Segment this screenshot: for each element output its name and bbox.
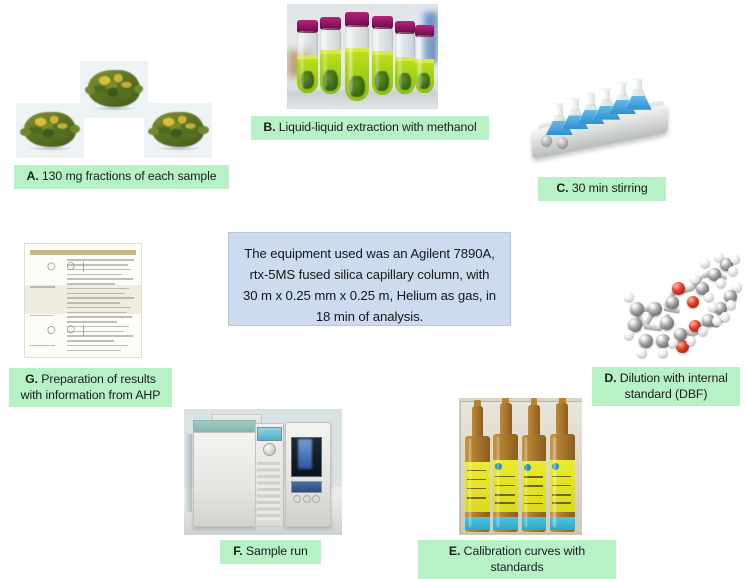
step-a-image-right <box>144 103 212 158</box>
hydrogen-atom <box>658 348 668 358</box>
hydrogen-atom <box>712 316 722 326</box>
ampoule-brand-dot <box>551 463 559 471</box>
plant-bud-photo-right <box>144 103 212 158</box>
step-b-image <box>287 4 438 109</box>
oxygen-atom <box>672 282 685 295</box>
carbon-atom <box>660 316 674 330</box>
ampoule-label <box>493 460 519 512</box>
hydrogen-atom <box>732 282 742 292</box>
hydrogen-atom <box>700 258 710 268</box>
ampoule-label <box>550 460 575 512</box>
carbon-atom <box>708 268 721 281</box>
hydrogen-atom <box>714 252 724 262</box>
plant-bud-photo-left <box>16 103 84 158</box>
step-f-letter: F. <box>233 544 243 558</box>
plant-bud-photo-top <box>80 61 148 118</box>
hydrogen-atom <box>668 338 678 348</box>
hydrogen-atom <box>624 292 634 302</box>
step-b-caption-text: Liquid-liquid extraction with methanol <box>278 120 477 134</box>
step-e-caption-text: Calibration curves with standards <box>463 544 586 574</box>
step-a-letter: A. <box>26 169 39 183</box>
hydrogen-atom <box>708 302 718 312</box>
ampoule-brand-dot <box>495 463 503 471</box>
step-f-caption: F. Sample run <box>220 540 321 564</box>
hydrogen-atom <box>624 330 634 340</box>
step-f-image <box>184 409 342 535</box>
hydrogen-atom <box>716 278 726 288</box>
carbon-atom <box>666 296 679 309</box>
step-g-caption-text: Preparation of results with information … <box>20 372 161 402</box>
step-f-caption-text: Sample run <box>245 544 308 558</box>
document-text-column <box>66 258 137 353</box>
step-e-image <box>459 398 582 535</box>
step-d-letter: D. <box>604 371 617 385</box>
hydrogen-atom <box>730 254 740 264</box>
carbon-atom <box>639 334 653 348</box>
ampoule-label <box>521 460 547 512</box>
ampoule-label <box>465 461 490 513</box>
step-e-caption: E. Calibration curves with standards <box>418 540 616 579</box>
carbon-atom <box>630 302 644 316</box>
step-a-image <box>16 103 84 158</box>
step-c-caption-text: 30 min stirring <box>571 181 648 195</box>
oxygen-atom <box>687 296 699 308</box>
step-a-caption: A. 130 mg fractions of each sample <box>14 165 229 189</box>
step-a-image-top <box>80 61 148 118</box>
ampoule-brand-dot <box>523 463 531 471</box>
equipment-note-line-2: rtx-5MS fused silica capillary column, w… <box>249 267 490 282</box>
step-b-letter: B. <box>263 120 276 134</box>
ms-display <box>291 480 322 493</box>
equipment-note-line-1: The equipment used was an Agilent 7890A, <box>244 246 495 261</box>
hydrogen-atom <box>720 312 730 322</box>
step-a-caption-text: 130 mg fractions of each sample <box>41 169 217 183</box>
step-g-caption: G. Preparation of results with informati… <box>9 368 172 407</box>
carbon-atom <box>656 334 670 348</box>
gc-keypad <box>256 461 281 520</box>
carbon-atom <box>724 290 737 303</box>
hydrogen-atom <box>704 292 714 302</box>
oxygen-atom <box>676 340 689 353</box>
gc-control-display <box>257 426 282 442</box>
hydrogen-atom <box>728 266 738 276</box>
carbon-atom <box>696 282 709 295</box>
equipment-note-line-3: 30 m x 0.25 mm x 0.25 m, Helium as gas, … <box>242 288 497 303</box>
step-g-letter: G. <box>25 372 38 386</box>
hydrogen-atom <box>690 274 700 284</box>
step-d-image <box>624 252 742 362</box>
carbon-atom <box>702 314 715 327</box>
step-e-letter: E. <box>448 544 461 558</box>
step-b-caption: B. Liquid-liquid extraction with methano… <box>251 116 489 140</box>
document-header-row <box>29 249 137 256</box>
step-g-image <box>24 243 142 358</box>
hydrogen-atom <box>686 336 696 346</box>
carbon-atom <box>648 302 662 316</box>
carbon-atom <box>628 318 642 332</box>
equipment-note-line-4: 18 min of analysis. <box>315 309 424 324</box>
equipment-note-box: The equipment used was an Agilent 7890A,… <box>228 232 511 326</box>
step-c-image <box>519 58 677 168</box>
step-c-letter: C. <box>556 181 569 195</box>
hydrogen-atom <box>637 348 647 358</box>
document-structure-column <box>29 258 65 353</box>
carbon-atom <box>674 328 687 341</box>
hydrogen-atom <box>698 326 708 336</box>
hydrogen-atom <box>726 300 736 310</box>
step-c-caption: C. 30 min stirring <box>538 177 666 201</box>
gc-dial <box>263 443 276 457</box>
step-d-caption: D. Dilution with internal standard (DBF) <box>592 367 740 406</box>
step-d-caption-text: Dilution with internal standard (DBF) <box>619 371 728 401</box>
